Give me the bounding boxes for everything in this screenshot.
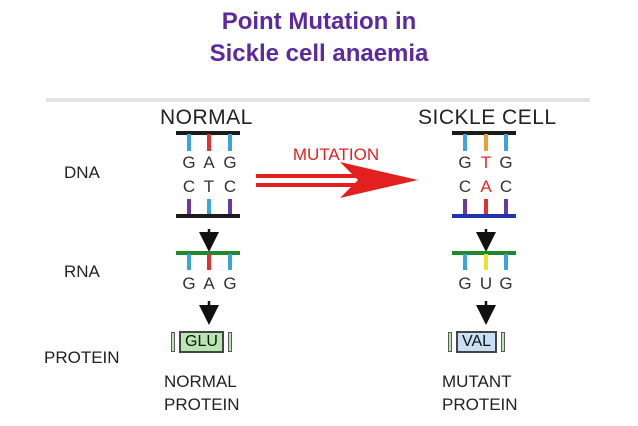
sickle-dna: G T G C A C bbox=[452, 131, 516, 218]
sickle-caption-line2: PROTEIN bbox=[442, 395, 518, 414]
chain-bar bbox=[448, 332, 452, 352]
base-letter: G bbox=[499, 274, 512, 293]
sickle-protein-segment: VAL bbox=[448, 331, 506, 353]
base-letter: G bbox=[458, 274, 471, 293]
normal-rna: G A G bbox=[176, 251, 240, 293]
normal-header: NORMAL bbox=[160, 106, 253, 129]
base-letter: C bbox=[500, 177, 512, 196]
mutation-arrow-icon bbox=[256, 162, 418, 198]
row-label-rna: RNA bbox=[64, 262, 100, 281]
chain-bar bbox=[227, 332, 232, 352]
base-letter: T bbox=[204, 177, 214, 196]
divider-line bbox=[46, 98, 590, 102]
normal-caption-line1: NORMAL bbox=[164, 372, 237, 391]
normal-protein-segment: GLU bbox=[171, 331, 232, 353]
base-letter: G bbox=[182, 274, 195, 293]
base-letter: C bbox=[183, 177, 195, 196]
amino-acid-glu: GLU bbox=[179, 331, 224, 353]
chain-bar bbox=[171, 332, 175, 352]
base-letter: A bbox=[203, 274, 215, 293]
mutated-base-letter: T bbox=[481, 153, 491, 172]
row-label-protein: PROTEIN bbox=[44, 348, 120, 367]
diagram-title-line2: Sickle cell anaemia bbox=[209, 40, 429, 67]
base-letter: G bbox=[458, 153, 471, 172]
base-letter: A bbox=[203, 153, 215, 172]
base-letter: G bbox=[182, 153, 195, 172]
base-letter: U bbox=[480, 274, 492, 293]
normal-dna: G A G C T C bbox=[176, 131, 240, 218]
sickle-header: SICKLE CELL bbox=[418, 106, 557, 129]
sickle-rna: G U G bbox=[452, 251, 516, 293]
base-letter: C bbox=[459, 177, 471, 196]
base-letter: G bbox=[499, 153, 512, 172]
base-letter: G bbox=[223, 153, 236, 172]
base-letter: G bbox=[223, 274, 236, 293]
mutated-base-letter: A bbox=[480, 177, 492, 196]
row-label-dna: DNA bbox=[64, 163, 100, 182]
chain-bar bbox=[501, 332, 506, 352]
base-letter: C bbox=[224, 177, 236, 196]
amino-acid-val: VAL bbox=[456, 331, 498, 353]
mutation-label: MUTATION bbox=[293, 145, 379, 164]
sickle-caption-line1: MUTANT bbox=[442, 372, 512, 391]
normal-caption-line2: PROTEIN bbox=[164, 395, 240, 414]
diagram-title-line1: Point Mutation in bbox=[221, 8, 417, 35]
